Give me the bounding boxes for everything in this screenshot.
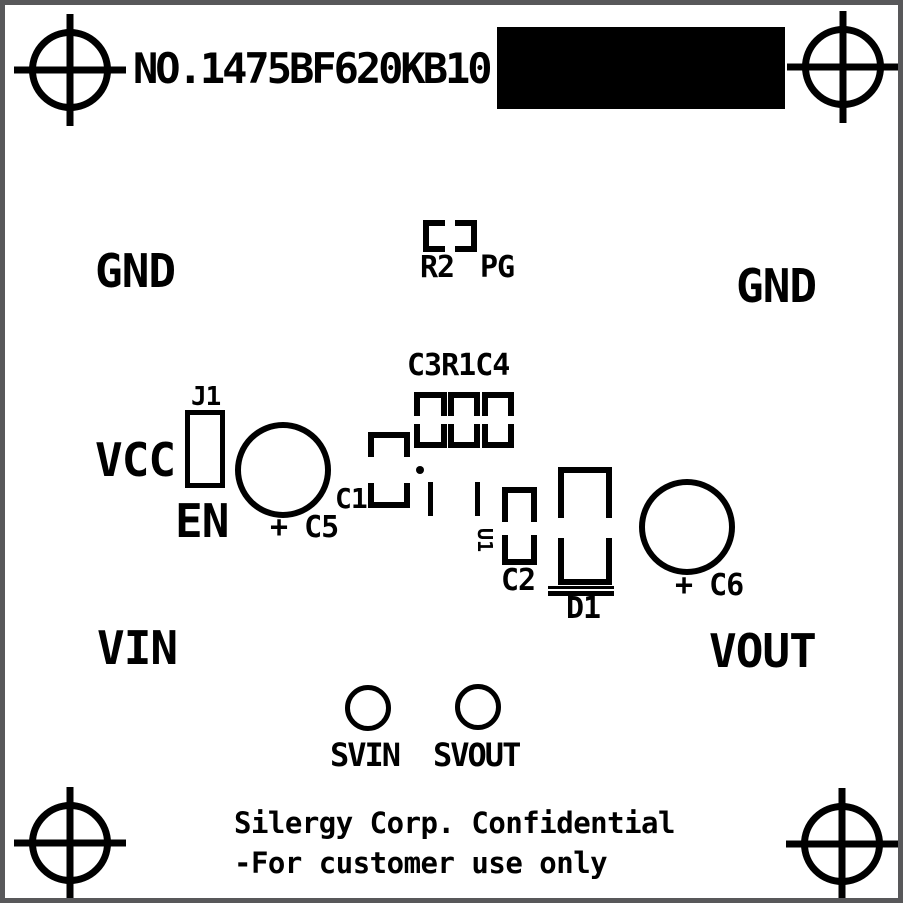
component-outline-c3	[414, 392, 447, 448]
test-point-label-svin: SVIN	[330, 736, 401, 774]
u1-pin-mark-left	[428, 482, 433, 516]
net-label-vin: VIN	[97, 621, 178, 675]
refdes-c5: + C5	[270, 510, 339, 545]
d1-cathode-band-line1	[548, 586, 614, 589]
board-part-number: NO.1475BF620KB10	[133, 44, 493, 93]
component-outline-d1	[558, 467, 612, 585]
u1-pin-mark-right	[475, 482, 480, 516]
test-point-svin	[345, 685, 391, 731]
net-label-gnd-right: GND	[736, 259, 817, 313]
net-label-vcc: VCC	[95, 433, 176, 487]
component-outline-c2	[502, 487, 537, 565]
fiducial-crosshair-top-left-icon	[8, 8, 132, 132]
net-label-gnd-left: GND	[95, 244, 176, 298]
u1-pin1-dot	[416, 466, 424, 474]
component-outline-c4	[482, 392, 514, 448]
d1-cathode-band-line2	[548, 591, 614, 596]
component-outline-c6	[639, 479, 735, 575]
test-point-svout	[455, 684, 501, 730]
fiducial-crosshair-top-right-icon	[781, 5, 898, 129]
refdes-c6: + C6	[675, 568, 744, 603]
component-outline-r2	[423, 220, 477, 252]
component-outline-j1	[185, 410, 225, 488]
refdes-j1: J1	[191, 382, 221, 412]
confidential-notice-line2: -For customer use only	[234, 846, 608, 880]
fiducial-crosshair-bottom-right-icon	[780, 782, 898, 898]
refdes-c3r1c4: C3R1C4	[407, 348, 510, 383]
test-point-label-svout: SVOUT	[433, 736, 521, 774]
label-block	[497, 27, 785, 109]
net-label-vout: VOUT	[709, 624, 817, 678]
refdes-pg: PG	[480, 250, 515, 285]
component-outline-r1	[448, 392, 480, 448]
refdes-u1: U1	[473, 527, 497, 553]
refdes-r2: R2	[420, 250, 455, 285]
confidential-notice-line1: Silergy Corp. Confidential	[234, 806, 675, 840]
refdes-d1: D1	[566, 591, 601, 626]
net-label-en: EN	[175, 494, 229, 548]
component-outline-c5	[235, 422, 331, 518]
fiducial-crosshair-bottom-left-icon	[8, 781, 132, 898]
refdes-c1: C1	[335, 482, 368, 515]
refdes-c2: C2	[501, 563, 536, 598]
component-outline-c1	[368, 432, 410, 508]
